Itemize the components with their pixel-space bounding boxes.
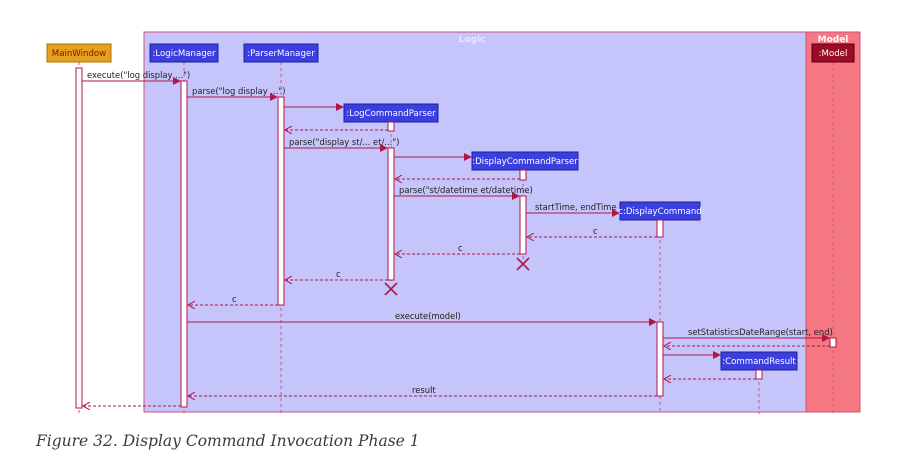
label-m6: c bbox=[593, 226, 598, 236]
activation-main-window bbox=[75, 67, 83, 409]
label-m3: parse("display st/... et/...") bbox=[289, 137, 399, 147]
activations bbox=[75, 67, 837, 409]
participant-parser-manager: :ParserManager bbox=[243, 43, 319, 63]
activation-display-command-2 bbox=[656, 321, 664, 397]
activation-command-result bbox=[755, 369, 763, 380]
label-m8: c bbox=[336, 269, 341, 279]
participant-main-window-label: MainWindow bbox=[52, 49, 106, 59]
destroy-log-command-parser bbox=[384, 282, 398, 296]
participant-display-command-parser-label: :DisplayCommandParser bbox=[472, 157, 578, 167]
participant-display-command: c:DisplayCommand bbox=[618, 201, 702, 221]
activation-log-command-parser-1 bbox=[387, 121, 395, 132]
destroy-display-command-parser bbox=[516, 257, 530, 271]
participant-display-command-label: c:DisplayCommand bbox=[618, 207, 701, 217]
activation-display-command-1 bbox=[656, 219, 664, 238]
participant-display-command-parser: :DisplayCommandParser bbox=[471, 151, 579, 171]
participant-parser-manager-label: :ParserManager bbox=[247, 49, 315, 59]
label-m12: result bbox=[412, 385, 436, 395]
sequence-diagram: Logic Model MainWindow :LogicManager :Pa… bbox=[46, 31, 861, 414]
participant-logic-manager-label: :LogicManager bbox=[152, 49, 215, 59]
destroy-marks bbox=[384, 257, 530, 296]
label-m9: c bbox=[232, 294, 237, 304]
model-group-frame bbox=[805, 31, 861, 413]
label-m7: c bbox=[458, 243, 463, 253]
logic-group: Logic bbox=[143, 31, 807, 413]
label-m4: parse("st/datetime et/datetime) bbox=[399, 185, 533, 195]
participant-main-window: MainWindow bbox=[46, 43, 112, 63]
participant-log-command-parser: :LogCommandParser bbox=[343, 103, 439, 123]
label-m5: startTime, endTime bbox=[535, 202, 617, 212]
participant-logic-manager: :LogicManager bbox=[149, 43, 219, 63]
model-group: Model bbox=[805, 31, 861, 413]
label-m1: execute("log display ...") bbox=[87, 70, 190, 80]
activation-model bbox=[829, 337, 837, 348]
participant-command-result: :CommandResult bbox=[720, 351, 798, 371]
participant-command-result-label: :CommandResult bbox=[722, 357, 796, 367]
calls bbox=[82, 77, 830, 359]
activation-parser-manager bbox=[277, 96, 285, 306]
message-labels: execute("log display ...") parse("log di… bbox=[87, 70, 833, 395]
participant-log-command-parser-label: :LogCommandParser bbox=[346, 109, 436, 119]
model-group-title: Model bbox=[818, 35, 849, 45]
activation-log-command-parser-2 bbox=[387, 147, 395, 281]
activation-display-command-parser-2 bbox=[519, 195, 527, 255]
participant-model: :Model bbox=[811, 43, 855, 63]
label-m11: setStatisticsDateRange(start, end) bbox=[688, 327, 833, 337]
label-m2: parse("log display ...") bbox=[192, 86, 285, 96]
logic-group-title: Logic bbox=[459, 35, 486, 45]
label-m10: execute(model) bbox=[395, 311, 461, 321]
returns bbox=[83, 130, 830, 406]
participant-model-label: :Model bbox=[819, 49, 848, 59]
activation-logic-manager bbox=[180, 80, 188, 408]
figure-caption: Figure 32. Display Command Invocation Ph… bbox=[36, 432, 420, 450]
logic-group-frame bbox=[143, 31, 807, 413]
activation-display-command-parser-1 bbox=[519, 169, 527, 181]
